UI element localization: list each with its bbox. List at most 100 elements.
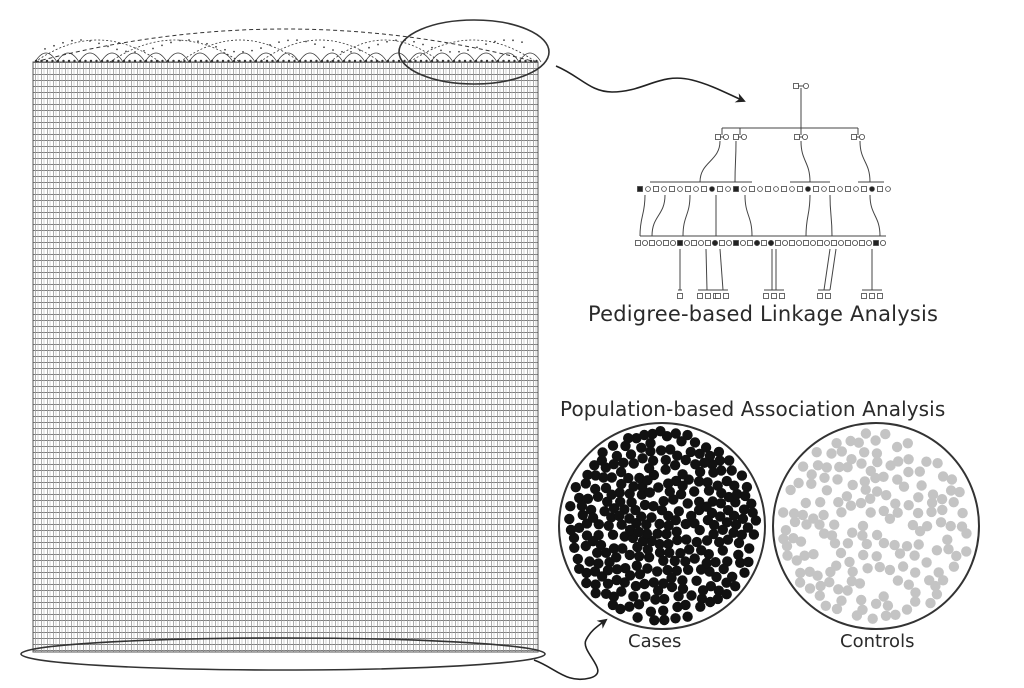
female-node: [805, 186, 811, 192]
individual-dot: [608, 503, 620, 514]
individual-dot: [655, 426, 666, 437]
individual-dot: [659, 614, 670, 626]
individual-dot: [694, 466, 706, 478]
female-node: [726, 239, 733, 246]
female-node: [852, 239, 859, 246]
individual-dot: [574, 522, 585, 533]
individual-dot: [611, 574, 622, 586]
male-node: [861, 293, 867, 299]
female-node: [853, 186, 859, 192]
individual-node: [197, 40, 199, 43]
individual-dot: [878, 505, 889, 517]
individual-node: [474, 59, 478, 63]
individual-node: [51, 59, 54, 63]
individual-node: [98, 42, 100, 45]
individual-dot: [946, 474, 958, 485]
individual-dot: [722, 505, 734, 516]
individual-dot: [891, 441, 903, 453]
small-arc: [210, 52, 234, 63]
individual-node: [341, 50, 343, 53]
male-node: [845, 186, 851, 192]
individual-node: [348, 59, 351, 63]
individual-dot: [835, 547, 847, 559]
individual-dot: [942, 534, 953, 545]
individual-dot: [724, 455, 735, 466]
individual-dot: [626, 497, 637, 508]
individual-dot: [870, 435, 881, 446]
individual-node: [395, 39, 397, 42]
male-node: [763, 293, 769, 299]
individual-dot: [913, 492, 924, 503]
individual-dot: [716, 465, 727, 476]
individual-dot: [872, 456, 883, 468]
individual-node: [161, 44, 163, 47]
individual-dot: [733, 549, 744, 560]
individual-dot: [943, 544, 954, 555]
individual-dot: [660, 454, 671, 466]
female-node: [880, 239, 887, 246]
small-arc: [188, 52, 212, 63]
individual-dot: [654, 518, 665, 530]
individual-dot: [701, 557, 712, 569]
individual-node: [224, 48, 226, 51]
individual-dot: [897, 561, 909, 572]
pedigree-line: [744, 194, 753, 237]
individual-dot: [804, 566, 815, 577]
individual-dot: [871, 529, 883, 541]
individual-dot: [585, 504, 597, 516]
individual-dot: [672, 601, 683, 613]
individual-dot: [633, 599, 645, 610]
female-node: [824, 239, 831, 246]
individual-dot: [859, 447, 870, 458]
individual-dot: [642, 563, 653, 574]
individual-node: [183, 59, 186, 63]
individual-dot: [703, 485, 715, 496]
individual-node: [359, 59, 362, 63]
individual-dot: [658, 578, 669, 589]
individual-dot: [736, 529, 747, 540]
individual-dot: [937, 471, 949, 482]
individual-dot: [709, 519, 720, 531]
male-node: [775, 240, 781, 246]
individual-dot: [581, 577, 592, 589]
individual-node: [150, 59, 153, 63]
individual-dot: [797, 509, 808, 521]
individual-dot: [701, 535, 713, 546]
male-node: [794, 134, 800, 140]
individual-node: [512, 39, 514, 42]
individual-node: [216, 59, 219, 63]
individual-dot: [956, 521, 968, 532]
individual-node: [260, 47, 262, 49]
individual-dot: [931, 589, 943, 600]
individual-dot: [932, 458, 943, 469]
female-node: [741, 186, 747, 192]
individual-node: [107, 45, 109, 48]
individual-dot: [654, 538, 665, 550]
individual-dot: [892, 575, 904, 586]
individual-dot: [740, 490, 751, 502]
male-node: [685, 186, 691, 192]
individual-node: [116, 48, 118, 51]
individual-node: [315, 59, 318, 63]
individual-dot: [794, 577, 806, 588]
individual-dot: [921, 557, 932, 568]
individual-dot: [680, 454, 691, 466]
individual-dot: [630, 580, 642, 592]
individual-dot: [853, 437, 864, 448]
individual-dot: [646, 512, 657, 523]
individual-dot: [893, 456, 904, 467]
individual-dot: [715, 498, 727, 509]
individual-dot: [936, 494, 948, 505]
male-node: [877, 293, 883, 299]
individual-dot: [568, 532, 580, 544]
individual-dot: [654, 547, 666, 558]
male-node: [715, 293, 721, 299]
individual-dot: [797, 461, 809, 472]
individual-node: [524, 59, 527, 63]
individual-dot: [806, 469, 817, 480]
individual-node: [467, 49, 469, 51]
individual-node: [254, 59, 258, 63]
individual-node: [278, 41, 280, 44]
individual-node: [419, 59, 423, 63]
female-node: [725, 186, 731, 192]
